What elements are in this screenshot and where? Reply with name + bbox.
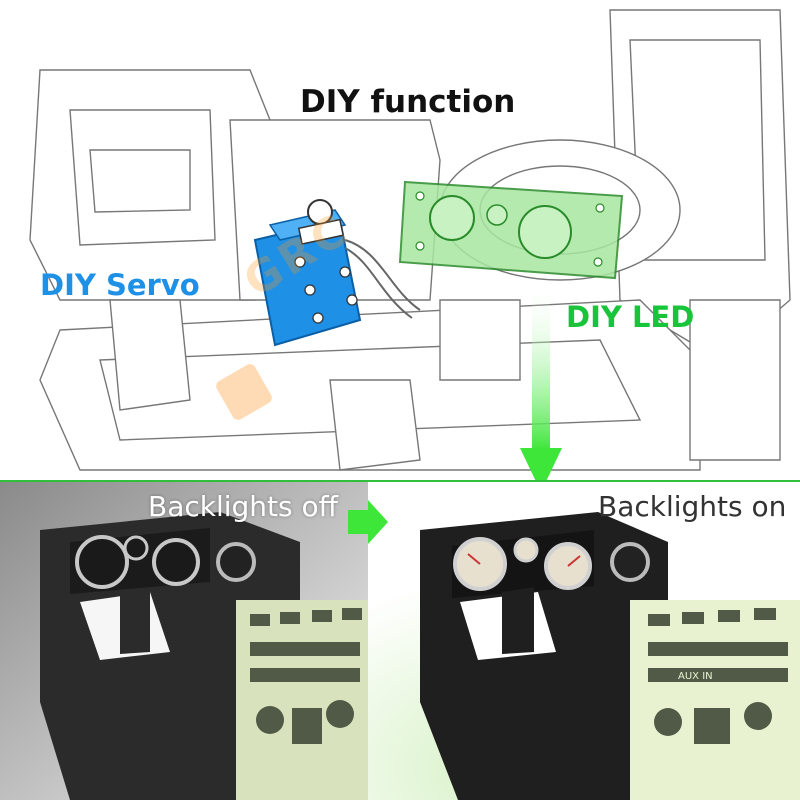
backlights-on-photo: AUX IN: [368, 482, 800, 800]
backlights-off-photo: [0, 482, 368, 800]
dashboard-line-drawing: [29, 9, 791, 482]
grc-logo-watermark: [216, 364, 272, 420]
servo-label: DIY Servo: [40, 268, 200, 302]
arrow-down-icon: [520, 282, 562, 482]
page-title: DIY function: [300, 84, 516, 120]
arrow-right-icon: [348, 500, 388, 544]
aux-in-text: AUX IN: [678, 671, 713, 682]
backlights-off-label: Backlights off: [148, 490, 338, 523]
servo-icon: [253, 199, 421, 347]
cockpit-off-drawing: [0, 482, 368, 800]
led-board-icon: [398, 180, 624, 280]
backlights-on-label: Backlights on: [598, 490, 787, 523]
cockpit-on-drawing: AUX IN: [368, 482, 800, 800]
led-label: DIY LED: [566, 300, 695, 334]
